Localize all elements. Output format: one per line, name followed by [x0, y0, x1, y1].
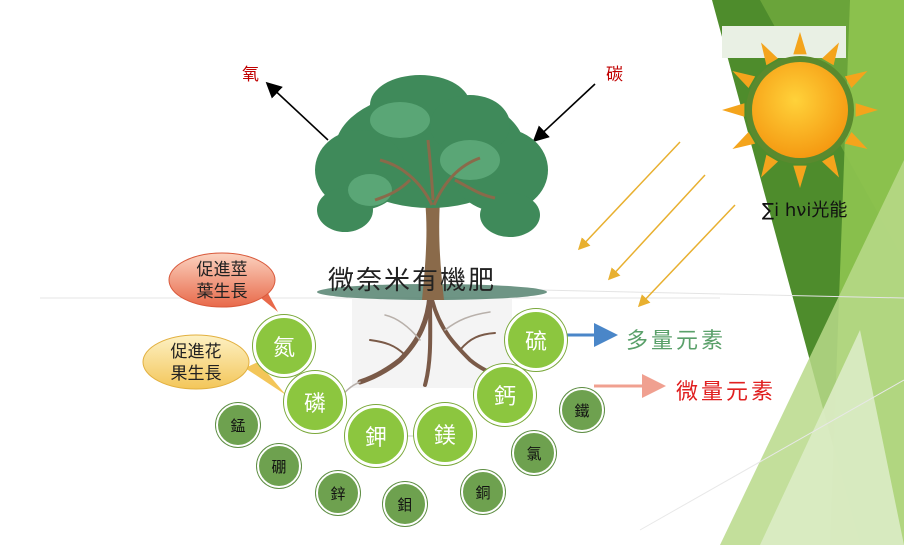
diagram-title: 微奈米有機肥 — [328, 266, 497, 296]
sun-ray-icon — [855, 103, 878, 117]
sun-ray-icon — [844, 71, 868, 89]
bubble-stem-leaf: 促進莖 葉生長 — [170, 256, 274, 306]
bubble-stem-leaf-line2: 葉生長 — [196, 282, 248, 302]
macro-legend-label: 多量元素 — [626, 329, 727, 354]
sun-energy-label: ∑i hνi光能 — [762, 200, 848, 221]
bubble-flower-fruit-shape — [142, 334, 286, 395]
element-nitrogen: 氮 — [253, 315, 315, 377]
micro-legend-label: 微量元素 — [676, 380, 777, 405]
element-molybdenum: 鉬 — [383, 482, 427, 526]
sun-ray-icon — [793, 165, 807, 188]
element-copper: 銅 — [461, 470, 505, 514]
bubble-flower-fruit: 促進花 果生長 — [144, 338, 248, 388]
sun-icon — [722, 32, 878, 188]
tree-icon — [315, 75, 548, 300]
oxygen-label: 氧 — [242, 65, 259, 85]
sun-ray-icon — [821, 42, 839, 66]
element-magnesium: 鎂 — [414, 403, 476, 465]
sunlight-arrows — [577, 141, 736, 308]
carbon-arrow — [532, 83, 596, 143]
sun-ray-icon — [732, 131, 756, 149]
element-potassium: 鉀 — [345, 405, 407, 467]
bubble-stem-leaf-line1: 促進莖 — [196, 260, 248, 280]
sun-ray-icon — [761, 154, 779, 178]
sun-ray-icon — [761, 42, 779, 66]
bubble-flower-fruit-line2: 果生長 — [170, 364, 222, 384]
element-chlorine: 氯 — [512, 431, 556, 475]
bubble-stem-leaf-shape — [168, 252, 278, 312]
bubble-flower-fruit-line1: 促進花 — [170, 342, 222, 362]
element-boron: 硼 — [257, 444, 301, 488]
element-sulfur: 硫 — [505, 309, 567, 371]
sun-ray-icon — [844, 131, 868, 149]
element-iron: 鐵 — [560, 388, 604, 432]
element-zinc: 鋅 — [316, 471, 360, 515]
sun-ray-icon — [722, 103, 745, 117]
sun-ray-icon — [821, 154, 839, 178]
sun-ray-icon — [793, 32, 807, 55]
element-phosphorus: 磷 — [284, 371, 346, 433]
sun-ray-icon — [732, 71, 756, 89]
element-calcium: 鈣 — [474, 364, 536, 426]
element-manganese: 錳 — [216, 403, 260, 447]
carbon-label: 碳 — [606, 65, 623, 85]
oxygen-arrow — [265, 81, 329, 141]
